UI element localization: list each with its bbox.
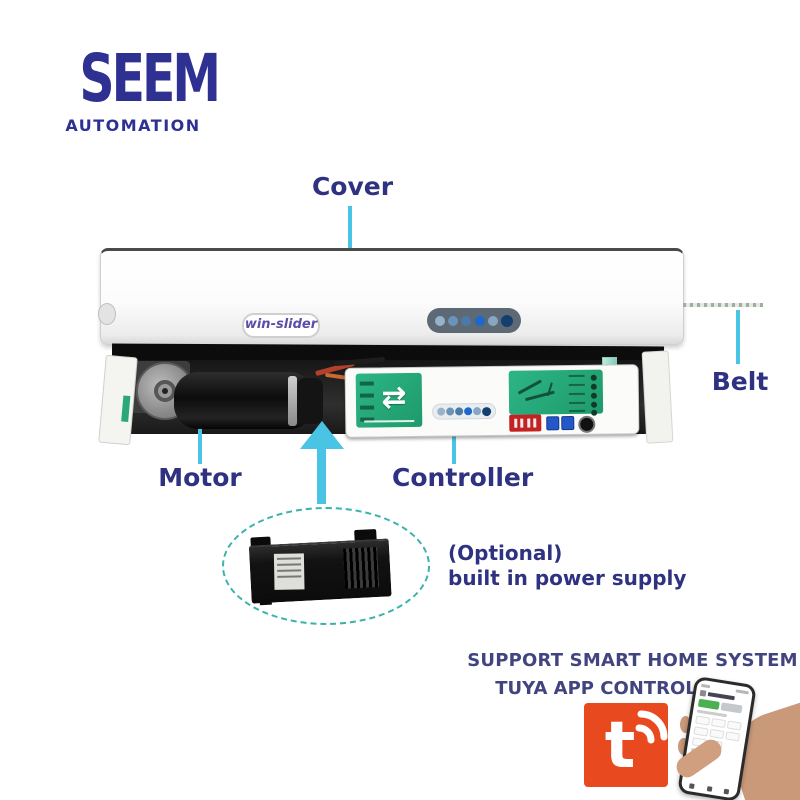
- cover-label: Cover: [311, 172, 394, 201]
- psu-vents: [343, 546, 380, 589]
- up-arrow-icon: [300, 421, 344, 449]
- terminal-panel: [508, 369, 604, 416]
- win-slider-badge: win-slider: [242, 313, 320, 338]
- app-green-button: [697, 698, 720, 710]
- dip-switch: [509, 414, 542, 432]
- tuya-letter: t: [604, 709, 636, 783]
- gear-center: [162, 388, 168, 394]
- optional-note-line2: built in power supply: [448, 566, 687, 590]
- terminal-label-dash: [569, 409, 586, 413]
- cover-bar: win-slider: [98, 248, 684, 345]
- cover-button-dot: [461, 315, 472, 326]
- fingertip: [680, 716, 691, 733]
- footer-line1: SUPPORT SMART HOME SYSTEM: [467, 650, 798, 671]
- dip-tick: [526, 418, 531, 428]
- panel-underline: [364, 419, 415, 423]
- brand-logo: SEEM AUTOMATION: [55, 46, 221, 136]
- terminal-block: [561, 415, 575, 431]
- motor-label: Motor: [158, 463, 242, 492]
- tuya-signal-icon: [635, 710, 668, 744]
- cover-button-dot: [447, 315, 458, 326]
- power-supply-box: [248, 529, 392, 606]
- terminal-dot: [590, 383, 597, 390]
- terminal-dot: [591, 409, 598, 416]
- brand-name: SEEM: [79, 40, 221, 117]
- controller-button-dot: [464, 407, 473, 416]
- cover-button-dot: [474, 315, 485, 326]
- up-arrow-shaft: [317, 447, 326, 504]
- dip-tick: [533, 418, 537, 428]
- belt-leader-line: [736, 310, 740, 364]
- app-bottom-nav: [685, 783, 733, 795]
- cover-button-panel: [427, 308, 521, 333]
- terminal-dot: [591, 401, 598, 408]
- controller-button-dot: [445, 407, 454, 416]
- psu-foot: [259, 598, 272, 606]
- cover-button-dot: [434, 315, 445, 326]
- panel-marking: [517, 379, 542, 395]
- drive-unit: ⇄: [98, 343, 674, 448]
- brand-tagline: AUTOMATION: [65, 116, 201, 135]
- controller-leader-line: [452, 430, 456, 464]
- controller-button-strip: [432, 402, 497, 420]
- cover-end-notch: [98, 303, 116, 325]
- controller-button-dot: [454, 407, 464, 416]
- app-gray-button: [720, 702, 743, 714]
- terminal-dot: [590, 374, 597, 381]
- cover-button-dot: [487, 315, 498, 326]
- terminal-label-dash: [569, 401, 586, 405]
- optional-note: (Optional) built in power supply: [448, 541, 686, 591]
- optional-note-line1: (Optional): [448, 541, 563, 565]
- controller-board: ⇄: [344, 364, 640, 438]
- app-device-icon: [699, 689, 707, 697]
- terminal-blocks: [546, 415, 575, 431]
- direction-panel: ⇄: [355, 372, 423, 428]
- controller-button-dot: [482, 406, 492, 416]
- pcb-sliver: [121, 395, 131, 422]
- right-end-bracket: [641, 350, 674, 444]
- panel-marking: [525, 390, 555, 402]
- terminal-label-dash: [568, 374, 585, 378]
- app-title-text-bar: [707, 692, 735, 701]
- terminal-label-dash: [568, 383, 585, 387]
- cover-button-dot: [501, 314, 514, 327]
- connector-socket: [578, 415, 596, 433]
- controller-button-dot: [473, 407, 482, 416]
- footer-line2: TUYA APP CONTROL: [495, 678, 697, 699]
- motor-ring: [288, 376, 297, 426]
- dip-tick: [513, 418, 518, 428]
- dip-tick: [520, 418, 524, 428]
- tuya-logo: t: [584, 703, 668, 787]
- terminal-label-dash: [568, 392, 585, 396]
- cover-leader-line: [348, 206, 352, 248]
- terminal-block: [546, 416, 560, 431]
- controller-button-dot: [436, 407, 445, 416]
- optional-ellipse: [222, 507, 430, 625]
- belt-label: Belt: [711, 367, 769, 396]
- motor-tip: [297, 378, 323, 424]
- controller-label: Controller: [392, 463, 534, 492]
- swap-arrows-icon: ⇄: [381, 380, 407, 416]
- psu-label-sticker: [273, 553, 305, 590]
- belt-strip: [683, 303, 763, 307]
- motor-leader-line: [198, 426, 202, 464]
- terminal-dot: [590, 392, 597, 399]
